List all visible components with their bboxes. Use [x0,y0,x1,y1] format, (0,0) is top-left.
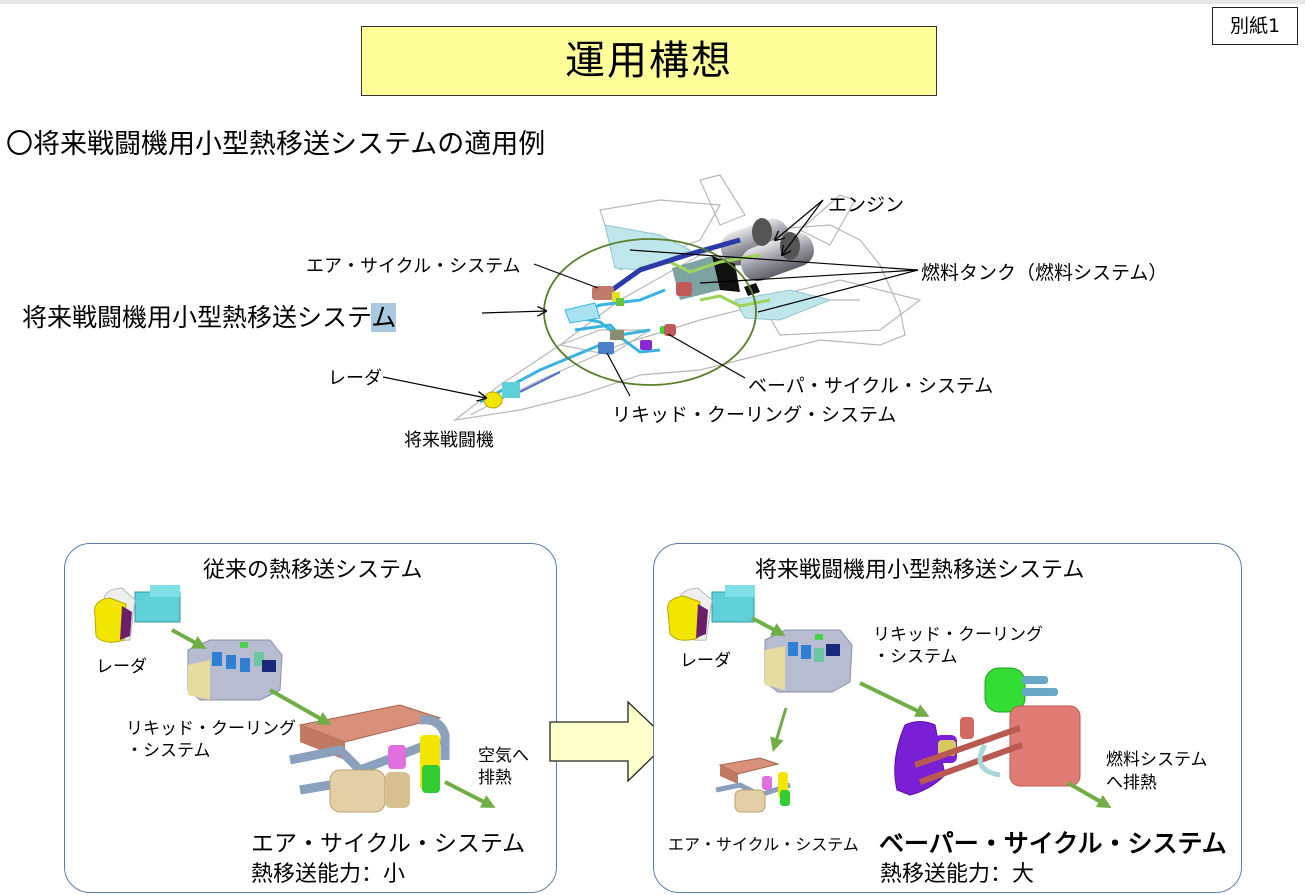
vapor-cycle-component [676,282,692,296]
label-vapor-cycle-system: ベーパ・サイクル・システム [748,375,994,397]
vapor-cycle-component [894,667,1081,796]
fuel-leader-1 [629,249,919,271]
label-fuel-tank: 燃料タンク（燃料システム） [921,262,1168,284]
conventional-liquid-cooling-label-2: ・システム [126,741,211,761]
engine-leader-2 [782,199,824,255]
label-air-cycle-system: エア・サイクル・システム [306,256,521,277]
radar-component [94,585,181,643]
vapor-cycle-leader [667,333,746,379]
air-cycle-component [289,704,450,813]
conventional-exhaust-label-2: 排熱 [478,768,512,788]
future-capacity: 熱移送能力：大 [880,862,1035,887]
flow-arrow-exhaust-air [444,780,496,808]
label-future-fighter: 将来戦闘機 [404,430,494,451]
label-system-text: 将来戦闘機用小型熱移送システ [22,303,372,332]
conventional-exhaust-label-1: 空気へ [478,746,529,766]
system-leader [481,311,546,313]
transition-arrow [549,700,670,783]
top-border [0,0,1305,4]
label-engine: エンジン [828,194,905,216]
conventional-capacity: 熱移送能力：小 [251,862,406,887]
flow-arrow-radar-to-liquid [171,628,207,649]
liquid-cooling-component [764,629,853,693]
future-air-cycle-label: エア・サイクル・システム [668,835,859,854]
radar-leader [382,376,486,398]
cooling-duct-dark [610,237,741,293]
panel-conventional-title: 従来の熱移送システム [203,558,423,583]
fuel-leader-3 [757,269,919,313]
engine-leader-1 [775,199,824,240]
attachment-label: 別紙1 [1212,7,1298,45]
fuel-leader-2 [699,269,919,284]
flow-arrow-liquid-to-air [269,688,332,725]
flow-arrow-liquid-to-vapor [859,681,930,717]
flow-arrow-exhaust-fuel [1067,781,1112,808]
label-radar: レーダ [328,368,382,389]
air-cycle-leader [533,263,599,289]
page-title: 運用構想 [361,26,937,96]
conventional-system-name: エア・サイクル・システム [251,831,526,857]
label-liquid-cooling-system: リキッド・クーリング・システム [612,404,897,426]
liquid-cooling-component [598,342,614,354]
panel-future-title: 将来戦闘機用小型熱移送システム [755,558,1085,583]
radar-unit-body [502,382,520,398]
future-system-name: ベーパー・サイクル・システム [879,829,1227,858]
air-intake-duct [564,302,601,324]
future-radar-label: レーダ [680,651,731,671]
label-future-heat-transfer-system: 将来戦闘機用小型熱移送システム [22,298,397,334]
conventional-liquid-cooling-label-1: リキッド・クーリング [126,719,296,739]
future-exhaust-label-2: へ排熱 [1106,773,1157,793]
selection-highlight: ム [371,303,397,332]
flow-arrow-radar-to-liquid [751,616,786,636]
future-liquid-cooling-label-2: ・システム [873,647,958,667]
radar-component [667,585,755,641]
flow-arrow-liquid-to-air-cycle [770,707,788,752]
air-cycle-component [592,286,614,300]
small-air-cycle-component [715,757,791,813]
liquid-cooling-leader [606,352,631,397]
section-heading: 〇将来戦闘機用小型熱移送システムの適用例 [6,129,546,160]
conventional-radar-label: レーダ [96,657,147,677]
future-liquid-cooling-label-1: リキッド・クーリング [873,625,1043,645]
liquid-cooling-component [187,639,283,701]
future-exhaust-label-1: 燃料システム [1106,750,1208,770]
